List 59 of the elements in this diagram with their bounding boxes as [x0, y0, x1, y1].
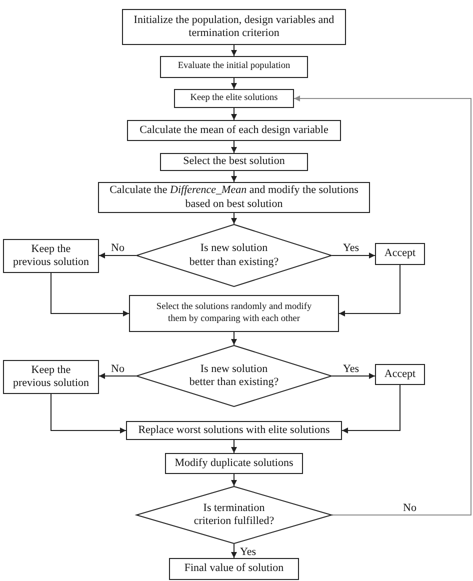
step-label: Initialize the population, design variables and termination criterion	[132, 14, 336, 40]
arrow	[231, 78, 237, 90]
arrow	[231, 332, 237, 346]
step-label: Keep the previous solution	[12, 242, 90, 270]
arrow	[98, 252, 136, 258]
arrow	[231, 108, 237, 120]
process-box	[169, 558, 299, 580]
decision-question: Is termination criterion fulfilled?	[192, 502, 276, 528]
edge-label: Yes	[239, 547, 258, 558]
arrow	[231, 140, 237, 154]
arrow	[231, 170, 237, 182]
process-box	[3, 360, 99, 394]
arrow	[50, 394, 126, 434]
arrow	[342, 384, 400, 434]
decision-diamond	[136, 345, 332, 407]
process-box	[126, 421, 342, 440]
step-label: Select the solutions randomly and modify them by comparing with each other	[155, 302, 313, 325]
process-box	[160, 153, 308, 171]
process-box	[375, 364, 425, 385]
arrow	[294, 96, 472, 516]
step-label: Evaluate the initial population	[178, 61, 290, 73]
process-box	[122, 9, 346, 45]
arrow	[231, 44, 237, 56]
step-label: Calculate the Difference_Mean and modify the solutions based on best solution	[108, 184, 360, 211]
step-label: Keep the elite solutions	[190, 92, 278, 104]
decision-question: Is new solution better than existing?	[188, 242, 280, 269]
step-label: Replace worst solutions with elite solutions	[138, 424, 330, 438]
arrow	[231, 474, 237, 486]
arrow	[231, 440, 237, 454]
step-label: Final value of solution	[184, 562, 284, 576]
decision-diamond	[136, 224, 332, 287]
arrow	[338, 264, 400, 316]
edge-label: No	[110, 364, 126, 375]
step-label: Accept	[384, 247, 416, 261]
arrow	[231, 544, 237, 558]
step-label: Accept	[384, 368, 416, 382]
process-box	[3, 239, 99, 273]
arrow	[50, 272, 130, 316]
step-label: Select the best solution	[183, 155, 285, 169]
edge-label: No	[402, 503, 418, 514]
step-label: Keep the previous solution	[12, 364, 90, 390]
arrow	[98, 373, 136, 379]
edge-label: No	[110, 243, 126, 254]
edge-label: Yes	[342, 364, 360, 375]
step-label: Calculate the mean of each design variable	[140, 124, 328, 138]
process-box	[174, 89, 294, 108]
process-box	[127, 120, 341, 141]
process-box	[160, 56, 308, 78]
edge-label: Yes	[342, 243, 360, 254]
process-box	[165, 453, 303, 474]
process-box	[129, 295, 339, 332]
arrow	[231, 212, 237, 224]
arrow	[332, 252, 376, 258]
step-label: Modify duplicate solutions	[174, 456, 294, 470]
arrow	[332, 373, 376, 379]
process-box	[375, 243, 425, 265]
decision-question: Is new solution better than existing?	[188, 362, 280, 390]
process-box	[98, 182, 370, 213]
decision-diamond	[136, 486, 332, 544]
